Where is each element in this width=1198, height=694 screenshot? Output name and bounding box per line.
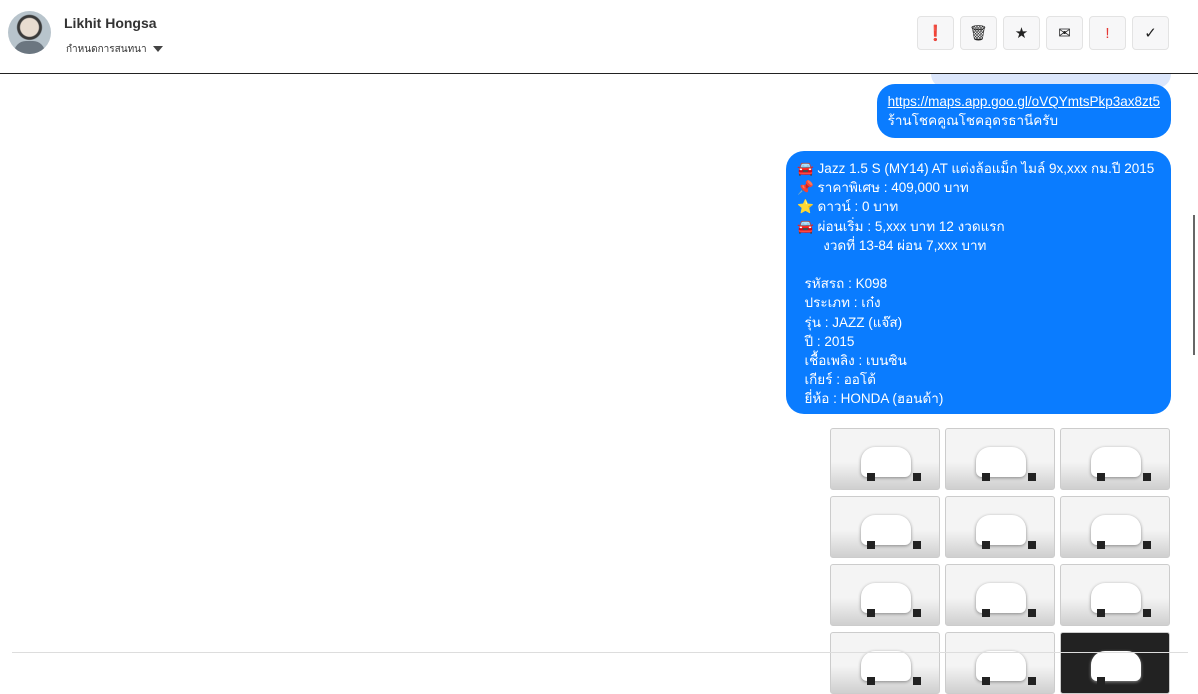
conversation-settings-dropdown[interactable]: กำหนดการสนทนา — [66, 42, 163, 57]
car-image — [861, 651, 921, 685]
car-photo[interactable] — [945, 632, 1055, 694]
avatar[interactable] — [8, 11, 51, 54]
photo-grid — [830, 428, 1170, 694]
check-icon: ✓ — [1144, 25, 1157, 42]
car-image — [1091, 651, 1151, 685]
star-button[interactable]: ★ — [1003, 16, 1040, 50]
listing-line: เกียร์ : ออโต้ — [797, 372, 876, 388]
car-photo[interactable] — [830, 496, 940, 558]
star-icon: ★ — [1014, 25, 1029, 42]
car-photo[interactable] — [945, 496, 1055, 558]
message-text: ร้านโชคคูณโชคอุดรธานีครับ — [887, 113, 1059, 129]
listing-line: 🚘 ผ่อนเริ่ม : 5,xxx บาท 12 งวดแรก — [797, 218, 1005, 234]
car-photo[interactable] — [945, 428, 1055, 490]
car-photo[interactable] — [945, 564, 1055, 626]
car-image — [976, 583, 1036, 617]
action-toolbar: ❗ 🗑 ★ ✉! ✓ — [917, 16, 1169, 50]
map-link[interactable]: https://maps.app.goo.gl/oVQYmtsPkp3ax8zt… — [887, 94, 1160, 109]
contact-name[interactable]: Likhit Hongsa — [64, 15, 157, 31]
listing-line: ประเภท : เก๋ง — [797, 295, 881, 311]
trash-icon: 🗑 — [968, 25, 989, 42]
listing-line: รหัสรถ : K098 — [797, 276, 888, 292]
important-icon: ! — [1105, 24, 1110, 42]
message-bubble-link: https://maps.app.goo.gl/oVQYmtsPkp3ax8zt… — [876, 84, 1171, 139]
car-image — [976, 651, 1036, 685]
message-bubble-listing: 🚘 Jazz 1.5 S (MY14) AT แต่งล้อแม็ก ไมล์ … — [786, 151, 1171, 414]
listing-line: งวดที่ 13-84 ผ่อน 7,xxx บาท — [797, 237, 987, 253]
car-photo[interactable] — [1060, 496, 1170, 558]
listing-line: ปี : 2015 — [797, 333, 855, 349]
car-photo[interactable] — [830, 632, 940, 694]
listing-line: 📌 ราคาพิเศษ : 409,000 บาท — [797, 180, 969, 196]
conversation-settings-label: กำหนดการสนทนา — [66, 44, 147, 55]
car-image — [1091, 515, 1151, 549]
alert-circle-icon: ❗ — [926, 25, 945, 42]
envelope-button[interactable]: ✉ — [1046, 16, 1083, 50]
car-photo[interactable] — [830, 428, 940, 490]
car-image — [861, 447, 921, 481]
car-image — [861, 515, 921, 549]
car-image — [976, 515, 1036, 549]
listing-line: ⭐ ดาวน์ : 0 บาท — [797, 199, 899, 215]
scrollbar[interactable] — [1193, 215, 1195, 355]
car-image — [861, 583, 921, 617]
divider — [12, 652, 1188, 653]
alert-circle-button[interactable]: ❗ — [917, 16, 954, 50]
car-photo[interactable] — [1060, 632, 1170, 694]
envelope-icon: ✉ — [1058, 25, 1071, 42]
conversation-header: Likhit Hongsa กำหนดการสนทนา ❗ 🗑 ★ ✉! ✓ — [0, 0, 1198, 74]
car-image — [1091, 447, 1151, 481]
check-button[interactable]: ✓ — [1132, 16, 1169, 50]
listing-line: 🚘 Jazz 1.5 S (MY14) AT แต่งล้อแม็ก ไมล์ … — [797, 161, 1155, 176]
listing-line — [797, 255, 1160, 274]
car-photo[interactable] — [830, 564, 940, 626]
car-image — [976, 447, 1036, 481]
car-photo[interactable] — [1060, 564, 1170, 626]
listing-line: ยี่ห้อ : HONDA (ฮอนด้า) — [797, 391, 944, 407]
car-image — [1091, 583, 1151, 617]
listing-line: รุ่น : JAZZ (แจ๊ส) — [797, 314, 903, 330]
important-button[interactable]: ! — [1089, 16, 1126, 50]
caret-down-icon — [152, 46, 163, 53]
car-photo[interactable] — [1060, 428, 1170, 490]
trash-button[interactable]: 🗑 — [960, 16, 997, 50]
listing-line: เชื้อเพลิง : เบนซิน — [797, 353, 907, 369]
